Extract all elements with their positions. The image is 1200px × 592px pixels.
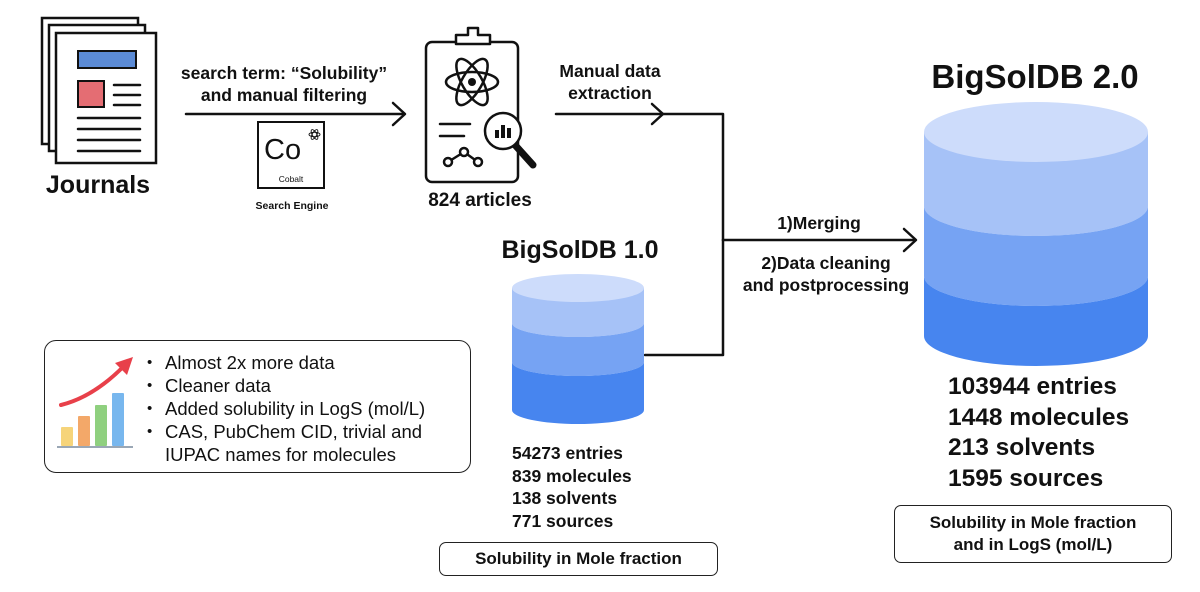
cobalt-element-name: Cobalt <box>278 174 304 184</box>
search-engine-caption: Search Engine <box>255 200 329 212</box>
extraction-line-1: Manual data <box>559 61 661 81</box>
search-caption: search term: “Solubility” and manual fil… <box>166 62 402 106</box>
merge-step-2-line-2: and postprocessing <box>742 275 910 295</box>
db-v2-entries: 103944 entries <box>948 373 1117 400</box>
journals-icon <box>40 16 158 165</box>
db-v1-sources: 771 sources <box>512 510 614 531</box>
extraction-line-2: extraction <box>568 83 652 103</box>
feature-item: IUPAC names for molecules <box>165 444 396 465</box>
extraction-arrow-head <box>650 102 665 126</box>
db-v1-stats: 54273 entries 839 molecules 138 solvents… <box>512 442 632 532</box>
db-v2-note-box: Solubility in Mole fraction and in LogS … <box>894 505 1172 563</box>
db-v2-note: Solubility in Mole fraction and in LogS … <box>895 506 1171 556</box>
extraction-connector <box>554 112 725 242</box>
search-line-2: and manual filtering <box>200 85 368 105</box>
db-v1-cylinder-icon <box>512 274 644 424</box>
db-v1-note: Solubility in Mole fraction <box>475 549 682 568</box>
db-v1-note-box: Solubility in Mole fraction <box>439 542 718 576</box>
feature-item: Cleaner data <box>147 374 425 397</box>
merge-arrow-head <box>902 227 918 253</box>
extraction-caption: Manual data extraction <box>536 60 684 104</box>
features-box: Almost 2x more data Cleaner data Added s… <box>44 340 471 473</box>
journals-label: Journals <box>45 171 151 199</box>
features-list: Almost 2x more data Cleaner data Added s… <box>147 351 425 466</box>
feature-item: Almost 2x more data <box>147 351 425 374</box>
db-v2-note-line-1: Solubility in Mole fraction <box>929 513 1137 532</box>
merge-step-1: 1)Merging <box>777 213 861 233</box>
db-v1-solvents: 138 solvents <box>512 488 618 508</box>
atom-small-icon <box>308 129 321 140</box>
merge-step-2-line-1: 2)Data cleaning <box>761 253 891 273</box>
feature-item: Added solubility in LogS (mol/L) <box>147 397 425 420</box>
db-v2-sources: 1595 sources <box>948 464 1104 492</box>
db-v2-cylinder-icon <box>924 102 1148 366</box>
cobalt-logo: Co Cobalt <box>257 121 325 189</box>
db-v1-molecules: 839 molecules <box>512 465 632 486</box>
db-v2-note-line-2: and in LogS (mol/L) <box>953 535 1113 554</box>
v1-connector <box>643 238 725 357</box>
db-v2-molecules: 1448 molecules <box>948 403 1130 431</box>
db-v2-solvents: 213 solvents <box>948 434 1096 461</box>
search-line-1: search term: “Solubility” <box>180 63 388 83</box>
growth-chart-icon <box>57 357 133 448</box>
db-v2-stats: 103944 entries 1448 molecules 213 solven… <box>948 372 1129 494</box>
cobalt-symbol: Co <box>264 134 302 166</box>
articles-label: 824 articles <box>428 190 532 211</box>
merge-step-2: 2)Data cleaning and postprocessing <box>728 252 924 296</box>
db-v1-entries: 54273 entries <box>512 443 623 463</box>
db-v2-title: BigSolDB 2.0 <box>931 58 1139 95</box>
search-arrow-head <box>391 101 407 127</box>
db-v1-title: BigSolDB 1.0 <box>501 236 659 264</box>
clipboard-icon <box>424 26 537 184</box>
feature-item: CAS, PubChem CID, trivial and <box>147 420 425 443</box>
